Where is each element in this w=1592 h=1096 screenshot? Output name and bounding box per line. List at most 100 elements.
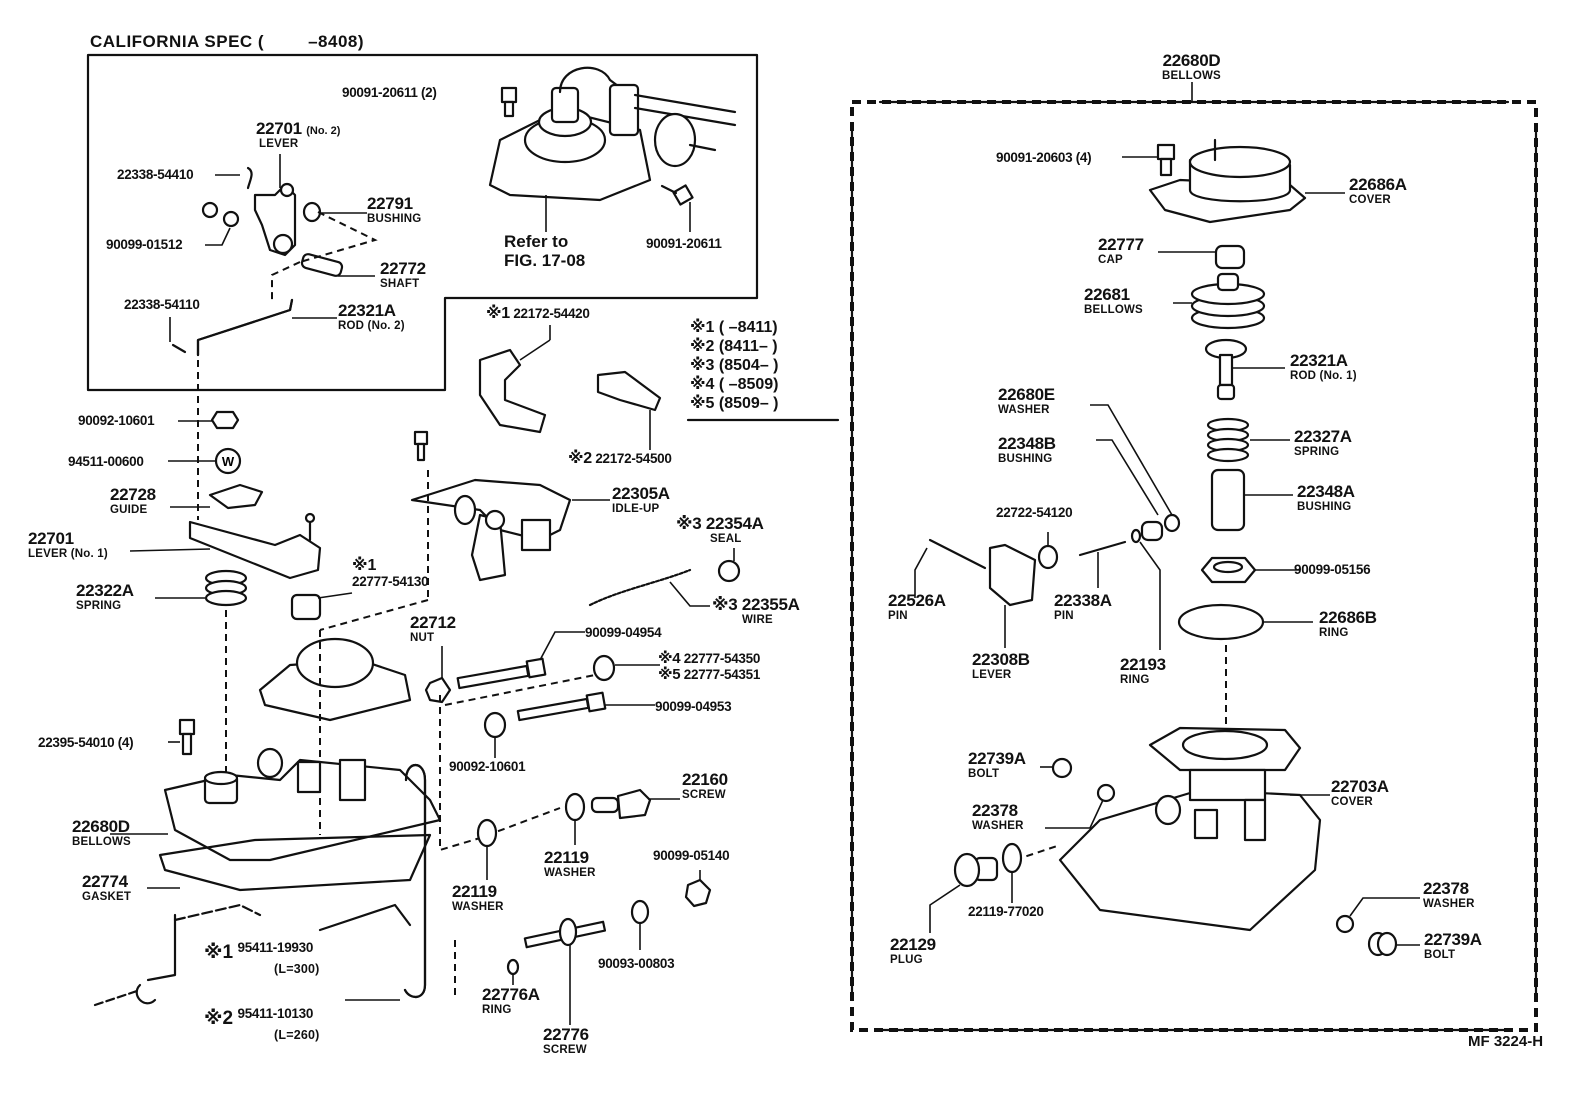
part-label[interactable]: 22703A COVER	[1331, 777, 1389, 808]
main-body-shape	[163, 637, 442, 862]
part-label[interactable]: 90099-01512	[106, 237, 183, 252]
part-label[interactable]: 22776A RING	[482, 985, 540, 1016]
part-label[interactable]: 90093-00803	[598, 956, 675, 971]
ring-icon	[506, 958, 520, 976]
part-label[interactable]: ※5 22777-54351	[658, 666, 761, 683]
part-label[interactable]: 22701 LEVER (No. 1)	[28, 529, 108, 560]
legend: ※1 ( –8411) ※2 (8411– ) ※3 (8504– ) ※4 (…	[690, 320, 779, 415]
rod-no1-icon	[1204, 338, 1248, 401]
part-label[interactable]: 22774 GASKET	[82, 872, 132, 903]
part-label[interactable]: 22712 NUT	[410, 613, 456, 644]
part-label[interactable]: 90092-10601	[78, 413, 155, 428]
lever-no2-shape	[253, 182, 297, 257]
part-label[interactable]: 22681 BELLOWS	[1084, 285, 1143, 316]
part-label[interactable]: 22119 WASHER	[544, 848, 596, 879]
part-label[interactable]: 94511-00600	[68, 454, 144, 469]
part-label[interactable]: 22686A COVER	[1349, 175, 1407, 206]
part-label[interactable]: 22791 BUSHING	[367, 194, 422, 225]
clip-icon	[246, 166, 253, 190]
part-label[interactable]: ※4 22777-54350	[658, 650, 761, 667]
part-label[interactable]: 22378 WASHER	[1423, 879, 1475, 910]
bushing-icon	[1210, 468, 1246, 532]
part-label[interactable]: 22193 RING	[1120, 655, 1166, 686]
nut-icon	[424, 676, 452, 704]
part-label[interactable]: 22722-54120	[996, 505, 1073, 520]
part-label[interactable]: 22338A PIN	[1054, 591, 1112, 622]
part-label[interactable]: ※1 22172-54420	[486, 305, 590, 322]
part-label[interactable]: 22777 CAP	[1098, 235, 1144, 266]
part-label[interactable]: 22686B RING	[1319, 608, 1377, 639]
figure-code: MF 3224-H	[1468, 1033, 1544, 1050]
nut-icon	[201, 201, 219, 219]
part-label[interactable]: 22680E WASHER	[998, 385, 1055, 416]
part-label[interactable]: 22308B LEVER	[972, 650, 1030, 681]
bellows-box-title: 22680D BELLOWS	[1162, 51, 1221, 82]
bolt-icon	[500, 86, 518, 118]
bolt-icon	[1367, 931, 1398, 957]
part-label[interactable]: 22338-54410	[117, 167, 194, 182]
part-label[interactable]: 22526A PIN	[888, 591, 946, 622]
washer-icon	[1096, 783, 1116, 803]
part-label[interactable]: ※3 22354A SEAL	[676, 514, 764, 545]
part-label[interactable]: 90099-05156	[1294, 562, 1371, 577]
legend-row: ※4 ( –8509)	[690, 376, 779, 393]
lever-b-shape	[988, 543, 1037, 607]
washer-icon	[630, 899, 650, 925]
part-label[interactable]: 22728 GUIDE	[110, 485, 156, 516]
clip-icon	[171, 343, 187, 354]
part-label[interactable]: 90091-20611 (2)	[342, 85, 437, 100]
legend-row: ※3 (8504– )	[690, 357, 779, 374]
part-label[interactable]: ※1 95411-19930 (L=300)	[204, 940, 320, 976]
part-label[interactable]: 22395-54010 (4)	[38, 735, 134, 750]
part-label[interactable]: 22701 (No. 2) LEVER	[256, 119, 341, 150]
part-label[interactable]: 22321A ROD (No. 2)	[338, 301, 405, 332]
part-label[interactable]: 22772 SHAFT	[380, 259, 426, 290]
pin-b-icon	[1078, 540, 1127, 557]
plug-icon	[953, 852, 999, 888]
part-label[interactable]: 22378 WASHER	[972, 801, 1024, 832]
part-label[interactable]: 22119 WASHER	[452, 882, 504, 913]
part-label[interactable]: 22160 SCREW	[682, 770, 728, 801]
part-label[interactable]: 22776 SCREW	[543, 1025, 589, 1056]
screw-22160-icon	[590, 788, 652, 820]
part-label[interactable]: 90099-04953	[655, 699, 732, 714]
washer-icon	[1163, 513, 1181, 533]
bushing-icon	[302, 201, 322, 223]
part-label[interactable]: 22348B BUSHING	[998, 434, 1056, 465]
part-label[interactable]: 22739A BOLT	[1424, 930, 1482, 961]
rod-no2-shape	[196, 298, 294, 357]
ring-icon	[1177, 603, 1265, 641]
legend-row: ※1 ( –8411)	[690, 319, 778, 336]
lever-no1-shape	[188, 512, 322, 580]
part-label[interactable]: 22739A BOLT	[968, 749, 1026, 780]
screw-22776-icon	[523, 917, 607, 949]
part-label[interactable]: ※2 95411-10130 (L=260)	[204, 1006, 320, 1042]
part-label[interactable]: 90099-04954	[585, 625, 662, 640]
part-label[interactable]: 90091-20611	[646, 236, 722, 251]
part-label[interactable]: ※2 22172-54500	[568, 450, 672, 467]
ring-icon	[1037, 544, 1059, 570]
part-label[interactable]: 22305A IDLE-UP	[612, 484, 670, 515]
part-label[interactable]: ※1 22777-54130	[352, 557, 429, 589]
part-label[interactable]: 22129 PLUG	[890, 935, 936, 966]
part-label[interactable]: 22680D BELLOWS	[72, 817, 131, 848]
washer-icon	[476, 818, 498, 848]
washer-icon	[1335, 914, 1355, 934]
part-label[interactable]: 22119-77020	[968, 904, 1044, 919]
part-label[interactable]: 90099-05140	[653, 848, 730, 863]
part-label[interactable]: 22348A BUSHING	[1297, 482, 1355, 513]
refer-note: Refer to FIG. 17-08	[504, 232, 586, 270]
part-label[interactable]: 22338-54110	[124, 297, 200, 312]
part-label[interactable]: 90092-10601	[449, 759, 526, 774]
part-label[interactable]: 22322A SPRING	[76, 581, 134, 612]
part-label[interactable]: 90091-20603 (4)	[996, 150, 1092, 165]
bolt-icon	[1051, 757, 1073, 779]
part-label[interactable]: 22327A SPRING	[1294, 427, 1352, 458]
bracket1-shape	[478, 348, 547, 434]
part-label[interactable]: 22321A ROD (No. 1)	[1290, 351, 1357, 382]
screw-icon	[456, 657, 547, 690]
shaft-icon	[300, 253, 344, 277]
part-label[interactable]: ※3 22355A WIRE	[712, 595, 800, 626]
pin-a-leader	[914, 547, 928, 598]
